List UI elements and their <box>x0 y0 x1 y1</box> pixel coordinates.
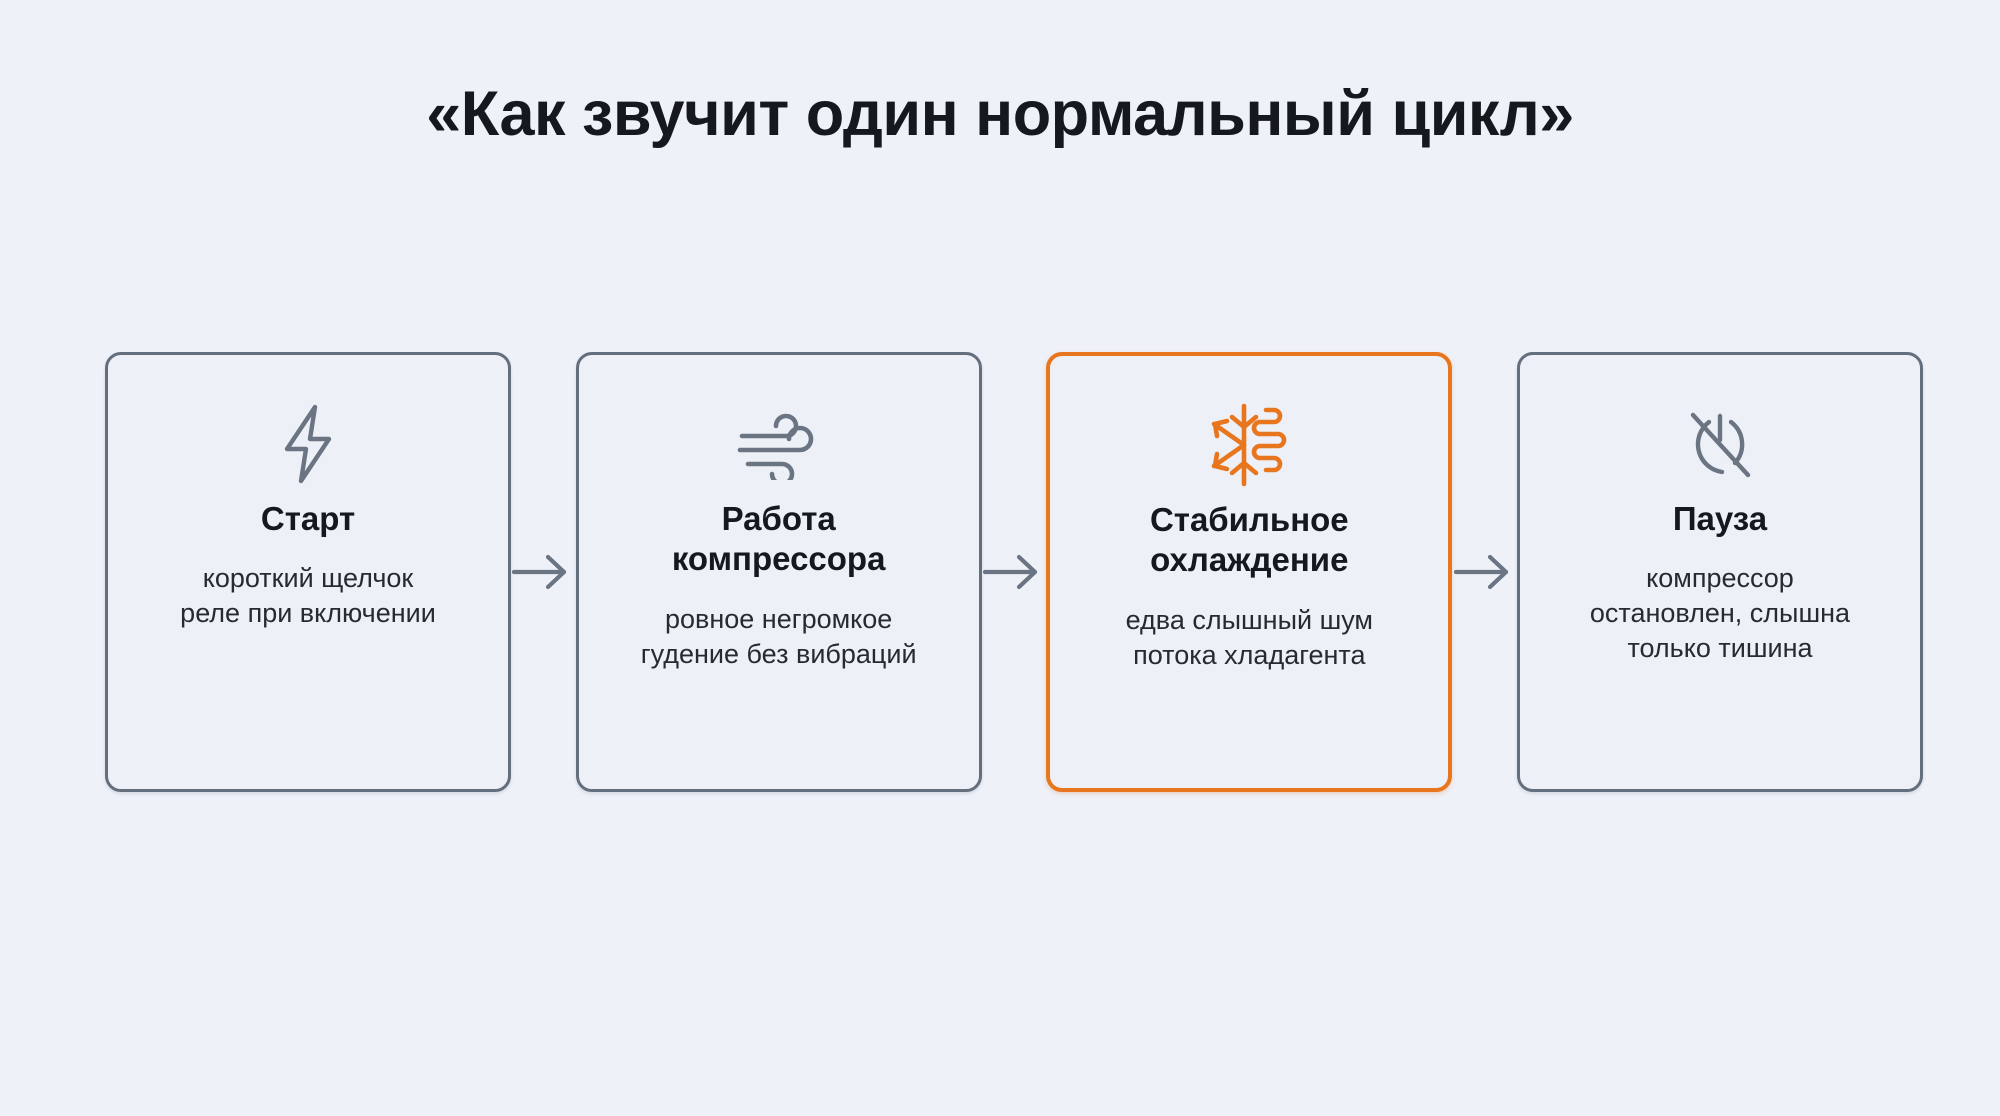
connector-arrow-2 <box>982 352 1046 792</box>
step-title-line-2: охлаждение <box>1150 541 1349 579</box>
snowflake-coil-icon <box>1204 402 1294 488</box>
step-title-line-2: компрессора <box>671 540 886 578</box>
step-desc-line-1: короткий щелчок <box>202 563 414 594</box>
step-title-line-1: Старт <box>260 500 356 537</box>
step-card-title: Стабильное охлаждение <box>1132 500 1367 581</box>
step-desc-line-2: потока хладагента <box>1133 639 1366 670</box>
step-card-start[interactable]: Старт короткий щелчок реле при включении <box>105 352 511 792</box>
step-card-compressor-work[interactable]: Работа компрессора ровное негромкое гуде… <box>575 352 982 792</box>
arrow-right-icon <box>1453 554 1508 590</box>
step-card-stable-cooling[interactable]: Стабильное охлаждение едва слышный шум п… <box>1046 352 1453 792</box>
page-title: «Как звучит один нормальный цикл» <box>426 79 1574 149</box>
step-desc-line-2: реле при включении <box>180 598 436 629</box>
process-flow: Старт короткий щелчок реле при включении <box>105 352 1923 792</box>
wind-icon <box>736 401 822 487</box>
step-desc-line-2: остановлен, слышна <box>1589 598 1851 629</box>
connector-arrow-3 <box>1453 352 1517 792</box>
step-desc-line-1: компрессор <box>1646 563 1794 594</box>
step-card-title: Старт <box>243 499 373 539</box>
arrow-right-icon <box>982 554 1038 590</box>
step-title-line-1: Пауза <box>1672 500 1768 537</box>
step-desc-line-1: едва слышный шум <box>1125 604 1373 635</box>
step-card-description: компрессор остановлен, слышна только тиш… <box>1574 561 1866 666</box>
step-card-description: короткий щелчок реле при включении <box>164 561 452 631</box>
step-title-line-1: Работа <box>721 500 836 537</box>
connector-arrow-1 <box>511 352 575 792</box>
step-card-description: едва слышный шум потока хладагента <box>1110 603 1389 673</box>
step-title-line-1: Стабильное <box>1149 501 1349 538</box>
step-card-title: Работа компрессора <box>654 499 904 580</box>
step-desc-line-3: только тишина <box>1627 633 1813 664</box>
power-off-slash-icon <box>1678 401 1762 487</box>
step-desc-line-1: ровное негромкое <box>664 603 893 634</box>
step-card-pause[interactable]: Пауза компрессор остановлен, слышна толь… <box>1516 352 1923 792</box>
step-card-title: Пауза <box>1655 499 1785 539</box>
arrow-right-icon <box>512 554 567 590</box>
step-card-description: ровное негромкое гудение без вибраций <box>625 602 933 672</box>
step-desc-line-2: гудение без вибраций <box>640 638 917 669</box>
lightning-bolt-icon <box>275 401 341 487</box>
